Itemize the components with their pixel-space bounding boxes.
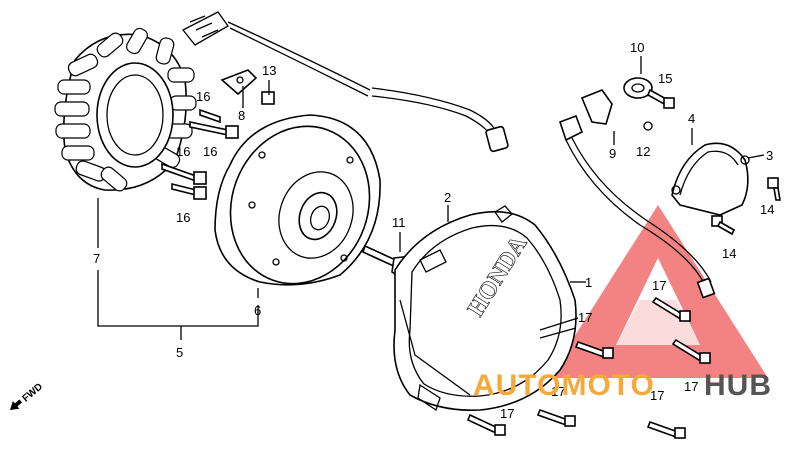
wire-clamp-part — [220, 69, 275, 105]
callout-2: 2 — [444, 190, 451, 205]
callout-17-right-upper: 17 — [652, 278, 666, 293]
flywheel-part — [214, 114, 381, 286]
callout-17-bottom-left: 17 — [500, 406, 514, 421]
callout-14-lower: 14 — [722, 246, 736, 261]
callout-1: 1 — [585, 275, 592, 290]
callout-17-bottom-center: 17 — [551, 384, 565, 399]
fwd-indicator: FWD — [10, 381, 45, 410]
pulse-generator-part — [558, 77, 716, 299]
callout-13: 13 — [262, 63, 276, 78]
fwd-arrow-icon — [10, 399, 23, 410]
watermark-part2: HUB — [704, 369, 772, 402]
stator-part — [54, 11, 509, 192]
callout-10: 10 — [630, 40, 644, 55]
generator-cover-part: HONDA — [393, 205, 579, 412]
stator-bolts — [161, 108, 239, 200]
callout-15: 15 — [658, 71, 672, 86]
callout-11: 11 — [392, 215, 406, 230]
callout-16-bottom: 16 — [176, 210, 190, 225]
callout-labels: 1 2 3 4 5 6 7 8 9 10 11 12 13 14 14 15 1… — [93, 40, 774, 421]
cover-screws — [711, 177, 781, 236]
callout-6: 6 — [254, 303, 261, 318]
callout-17-right-lower: 17 — [684, 379, 698, 394]
callout-17-bottom-right: 17 — [650, 388, 664, 403]
callout-14-upper: 14 — [760, 202, 774, 217]
callout-16-top: 16 — [196, 89, 210, 104]
callout-4: 4 — [688, 111, 695, 126]
fwd-label: FWD — [20, 381, 45, 404]
pulse-cover-part — [671, 142, 750, 216]
callout-5: 5 — [176, 345, 183, 360]
callout-7: 7 — [93, 251, 100, 266]
callout-9: 9 — [609, 146, 616, 161]
callout-8: 8 — [238, 108, 245, 123]
callout-16-middle: 16 — [203, 144, 217, 159]
watermark-part1: AUTOMOTO — [473, 369, 655, 402]
callout-16-left: 16 — [176, 144, 190, 159]
callout-12: 12 — [636, 144, 650, 159]
cover-bolts — [466, 296, 711, 439]
callout-3: 3 — [766, 148, 773, 163]
watermark-text: AUTOMOTO HUB — [473, 369, 772, 402]
leader-lines — [97, 56, 765, 340]
callout-17-center: 17 — [578, 310, 592, 325]
